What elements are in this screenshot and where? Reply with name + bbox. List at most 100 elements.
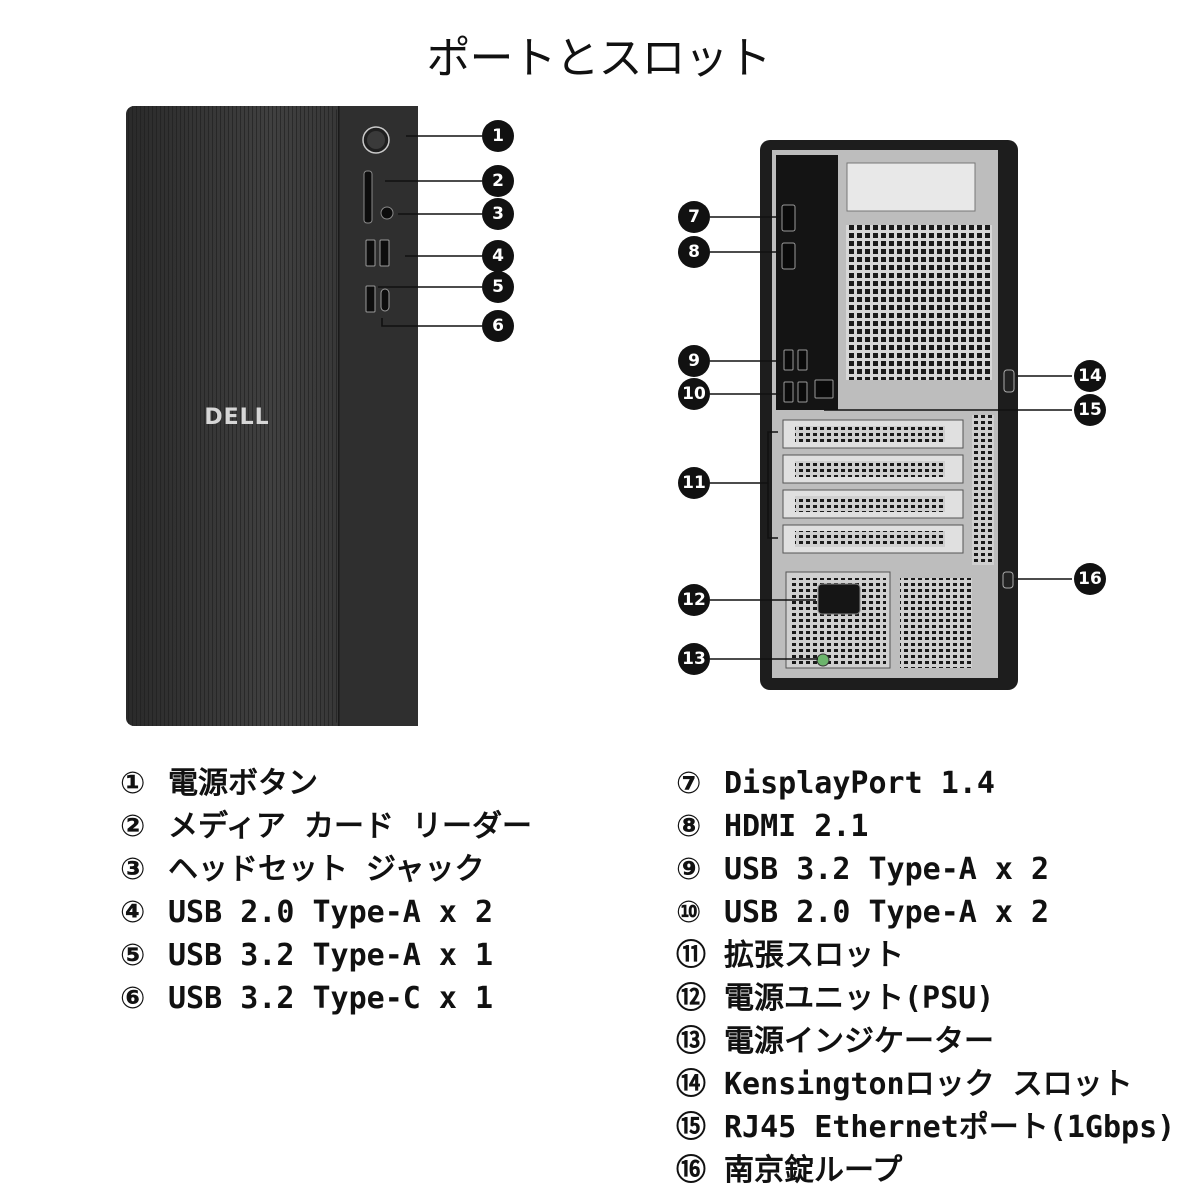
legend-item: ⑬ 電源インジケーター [676, 1022, 1175, 1065]
usb-c-port-icon [380, 288, 390, 312]
usb-a-port-icon [797, 381, 808, 403]
legend-label: USB 2.0 Type-A x 2 [724, 895, 1050, 930]
legend-number: ⑬ [676, 1024, 706, 1059]
legend-number: ⑩ [676, 895, 702, 930]
legend-number: ⑪ [676, 938, 706, 973]
dell-logo: DELL [204, 405, 269, 430]
displayport-icon [781, 204, 796, 232]
legend-item: ⑤ USB 3.2 Type-A x 1 [120, 936, 532, 979]
callout-8: 8 [678, 236, 710, 268]
usb-a-port-icon [797, 349, 808, 371]
legend-number: ③ [120, 852, 146, 887]
svg-text:2: 2 [492, 171, 504, 191]
legend-label: ヘッドセット ジャック [168, 852, 485, 887]
callout-3: 3 [482, 198, 514, 230]
legend-number: ⑯ [676, 1153, 706, 1188]
callout-12: 12 [678, 584, 710, 616]
svg-text:4: 4 [492, 246, 504, 266]
leader-lines [378, 135, 1072, 660]
callout-6: 6 [482, 310, 514, 342]
legend-label: RJ45 Ethernetポート(1Gbps) [724, 1110, 1176, 1145]
hdmi-icon [781, 242, 796, 270]
callout-9: 9 [678, 345, 710, 377]
svg-text:12: 12 [682, 590, 706, 610]
legend-number: ⑨ [676, 852, 702, 887]
svg-text:1: 1 [492, 126, 504, 146]
legend-item: ⑩ USB 2.0 Type-A x 2 [676, 893, 1175, 936]
legend-label: 拡張スロット [724, 938, 904, 973]
ports-diagram: DELL [126, 106, 1106, 726]
usb-a-port-icon [365, 285, 376, 313]
svg-text:3: 3 [492, 204, 504, 224]
legend-item: ⑪ 拡張スロット [676, 936, 1175, 979]
legend-item: ⑧ HDMI 2.1 [676, 807, 1175, 850]
callout-16: 16 [1074, 563, 1106, 595]
legend-item: ⑭ Kensingtonロック スロット [676, 1065, 1175, 1108]
svg-text:11: 11 [682, 473, 706, 493]
ethernet-port-icon [814, 379, 834, 399]
svg-text:15: 15 [1078, 400, 1102, 420]
legend-number: ⑤ [120, 938, 146, 973]
svg-text:8: 8 [688, 242, 700, 262]
legend-item: ⑨ USB 3.2 Type-A x 2 [676, 850, 1175, 893]
legend-item: ① 電源ボタン [120, 764, 532, 807]
page-title: ポートとスロット [426, 33, 772, 84]
svg-text:14: 14 [1078, 366, 1102, 386]
legend-number: ④ [120, 895, 146, 930]
padlock-loop-icon [1002, 571, 1014, 589]
legend-label: 電源ボタン [168, 766, 318, 801]
legend-label: HDMI 2.1 [724, 809, 869, 844]
legend-label: 電源ユニット(PSU) [724, 981, 995, 1016]
legend-label: USB 3.2 Type-A x 2 [724, 852, 1050, 887]
expansion-slots [782, 419, 964, 554]
front-tower: DELL [126, 106, 418, 726]
rear-tower [760, 140, 1018, 690]
usb-a-port-icon [783, 349, 794, 371]
callout-11: 11 [678, 467, 710, 499]
callout-14: 14 [1074, 360, 1106, 392]
legend-number: ② [120, 809, 146, 844]
svg-text:13: 13 [682, 649, 706, 669]
legend-item: ⑥ USB 3.2 Type-C x 1 [120, 979, 532, 1022]
usb-a-port-icon [379, 239, 390, 267]
callout-1: 1 [482, 120, 514, 152]
power-socket-icon [817, 583, 861, 615]
headset-jack-icon [380, 206, 394, 220]
legend-label: USB 3.2 Type-A x 1 [168, 938, 494, 973]
callout-15: 15 [1074, 394, 1106, 426]
legend-item: ② メディア カード リーダー [120, 807, 532, 850]
svg-text:5: 5 [492, 277, 504, 297]
legend-label: USB 3.2 Type-C x 1 [168, 981, 494, 1016]
legend-label: 電源インジケーター [724, 1024, 994, 1059]
usb-a-port-icon [783, 381, 794, 403]
svg-text:9: 9 [688, 351, 700, 371]
kensington-lock-icon [1003, 369, 1015, 393]
legend-item: ③ ヘッドセット ジャック [120, 850, 532, 893]
legend-label: 南京錠ループ [724, 1153, 903, 1188]
legend-number: ① [120, 766, 146, 801]
legend-label: メディア カード リーダー [168, 809, 533, 844]
card-reader-slot-icon [363, 170, 373, 224]
legend-number: ⑭ [676, 1067, 706, 1102]
usb-a-port-icon [365, 239, 376, 267]
callout-4: 4 [482, 240, 514, 272]
legend-number: ⑥ [120, 981, 146, 1016]
callout-2: 2 [482, 165, 514, 197]
legend-label: DisplayPort 1.4 [724, 766, 995, 801]
svg-text:10: 10 [682, 384, 706, 404]
svg-text:6: 6 [492, 316, 504, 336]
legend-number: ⑧ [676, 809, 702, 844]
svg-text:16: 16 [1078, 569, 1102, 589]
legend-label: Kensingtonロック スロット [724, 1067, 1133, 1102]
legend-number: ⑮ [676, 1110, 706, 1145]
legend-item: ⑯ 南京錠ループ [676, 1151, 1175, 1194]
callout-10: 10 [678, 378, 710, 410]
power-indicator-icon [816, 653, 830, 667]
svg-text:7: 7 [688, 207, 700, 227]
callout-13: 13 [678, 643, 710, 675]
